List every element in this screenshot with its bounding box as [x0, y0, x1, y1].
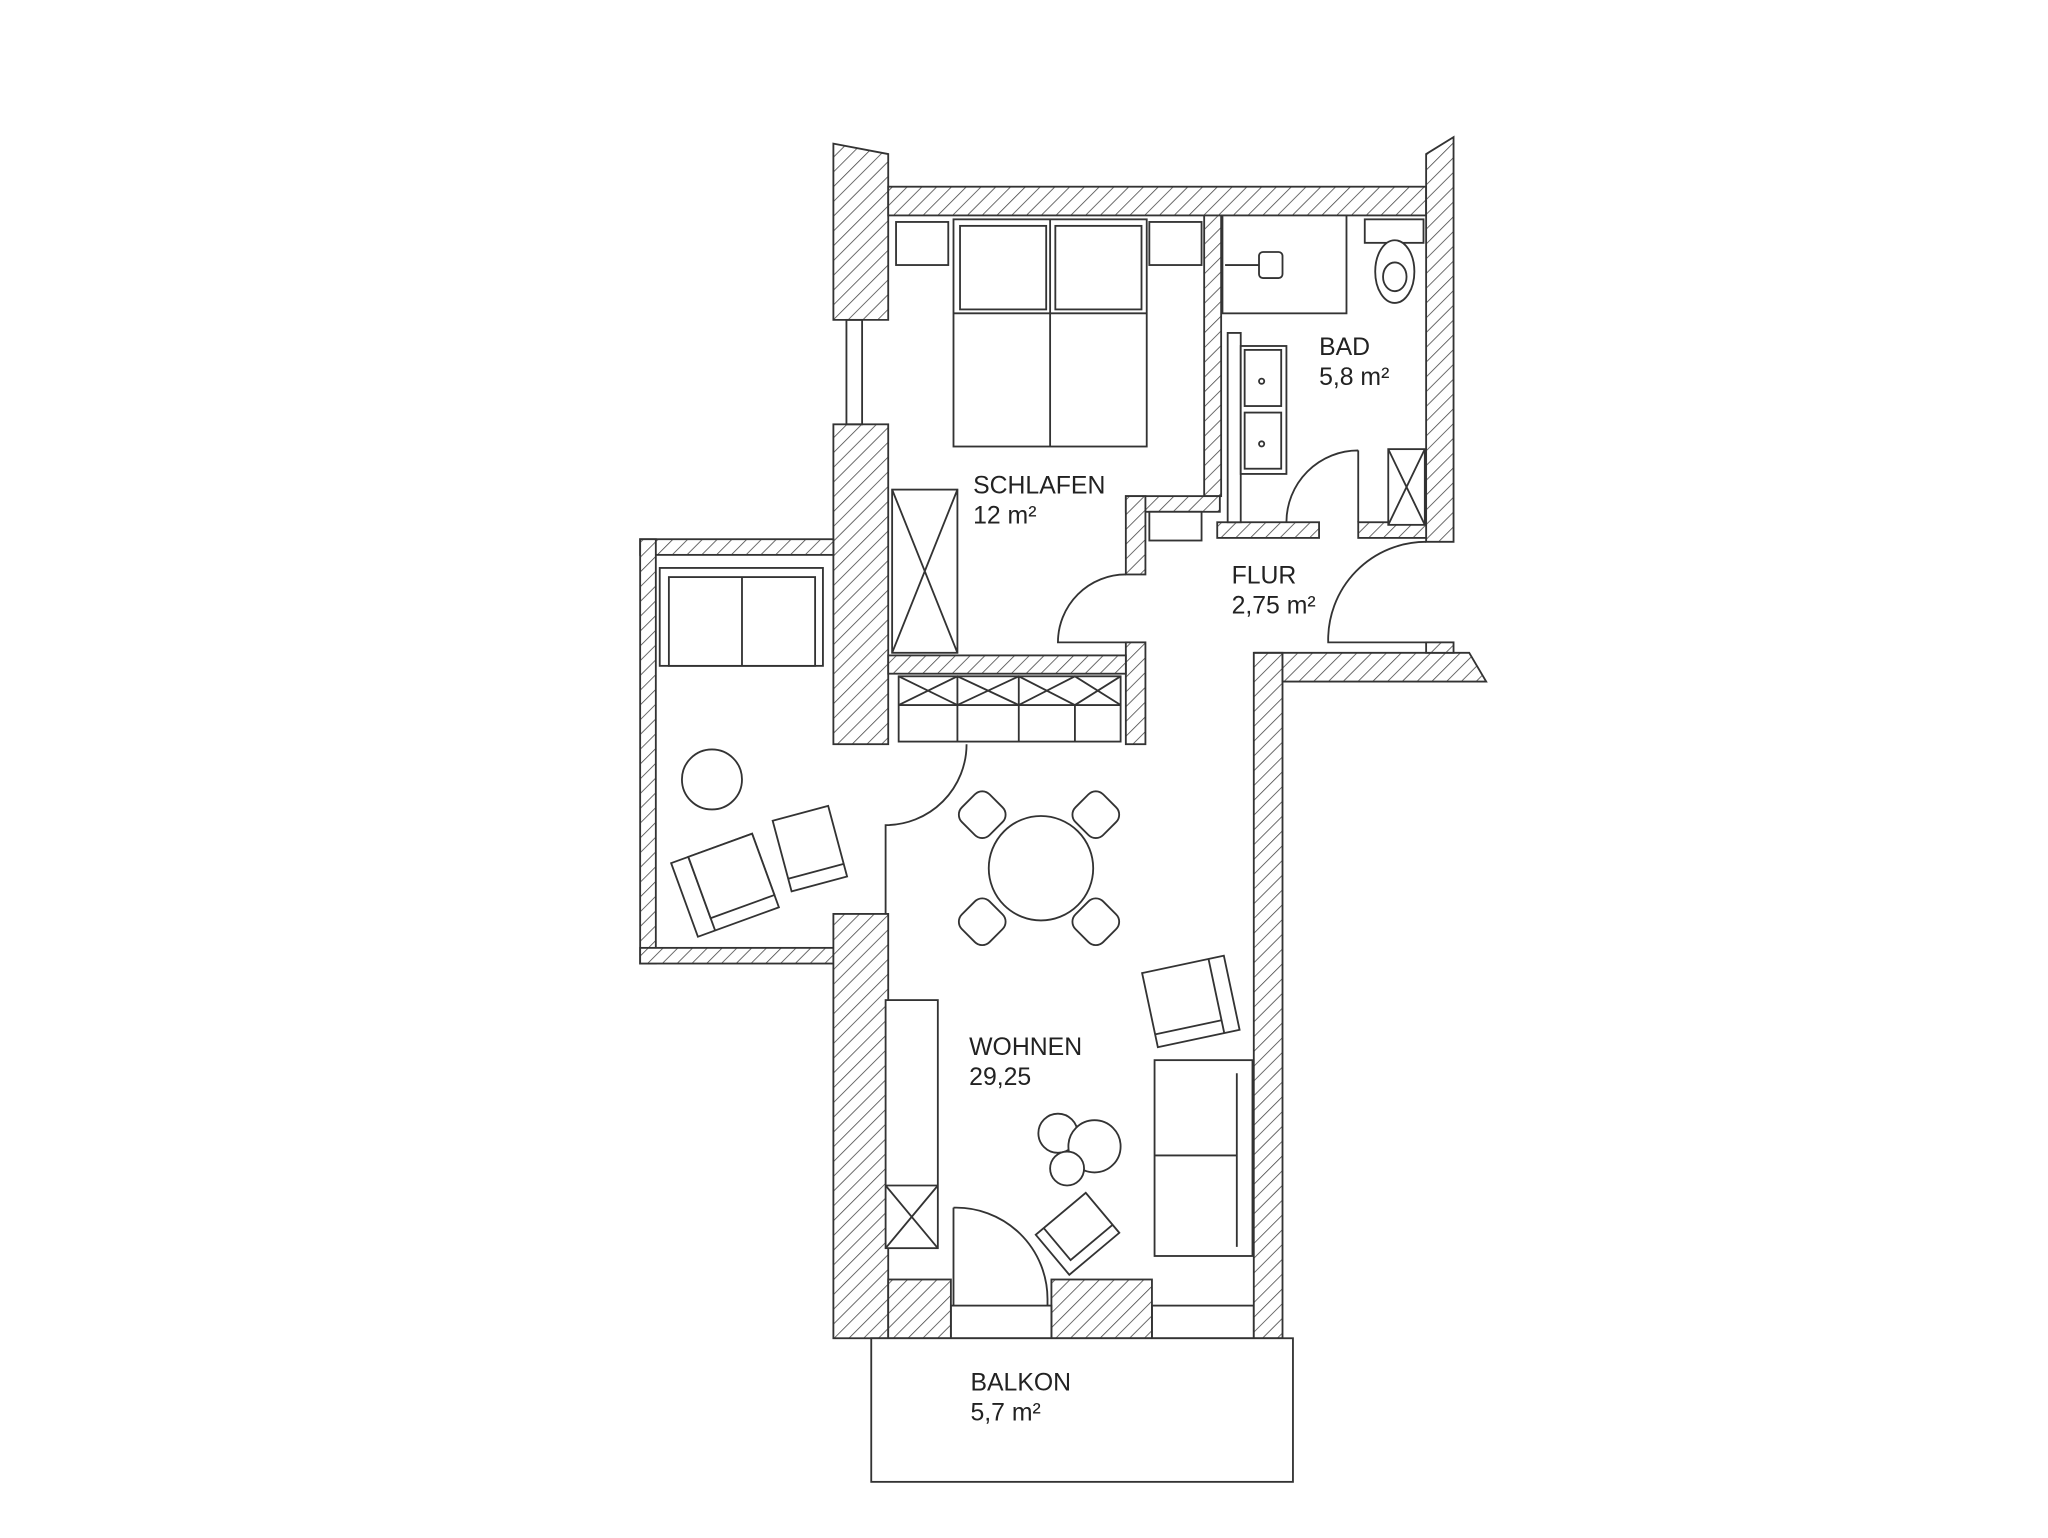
- room-label-flur: FLUR 2,75 m²: [1232, 563, 1316, 620]
- room-label-wohnen: WOHNEN 29,25: [969, 1034, 1082, 1091]
- room-name: BAD: [1319, 334, 1370, 361]
- room-label-balkon: BALKON 5,7 m²: [970, 1369, 1071, 1426]
- furniture: [658, 214, 1426, 1483]
- doors: [884, 449, 1427, 1306]
- room-name: WOHNEN: [969, 1034, 1082, 1061]
- room-name: FLUR: [1232, 563, 1297, 590]
- room-name: BALKON: [970, 1369, 1071, 1396]
- room-area: 2,75 m²: [1232, 593, 1316, 620]
- room-area: 12 m²: [973, 503, 1036, 530]
- room-area: 29,25: [969, 1064, 1031, 1091]
- room-label-bad: BAD 5,8 m²: [1319, 334, 1389, 391]
- room-area: 5,8 m²: [1319, 364, 1389, 391]
- room-label-schlafen: SCHLAFEN 12 m²: [973, 473, 1105, 530]
- room-area: 5,7 m²: [970, 1399, 1040, 1426]
- room-name: SCHLAFEN: [973, 473, 1105, 500]
- walls: [639, 135, 1488, 1340]
